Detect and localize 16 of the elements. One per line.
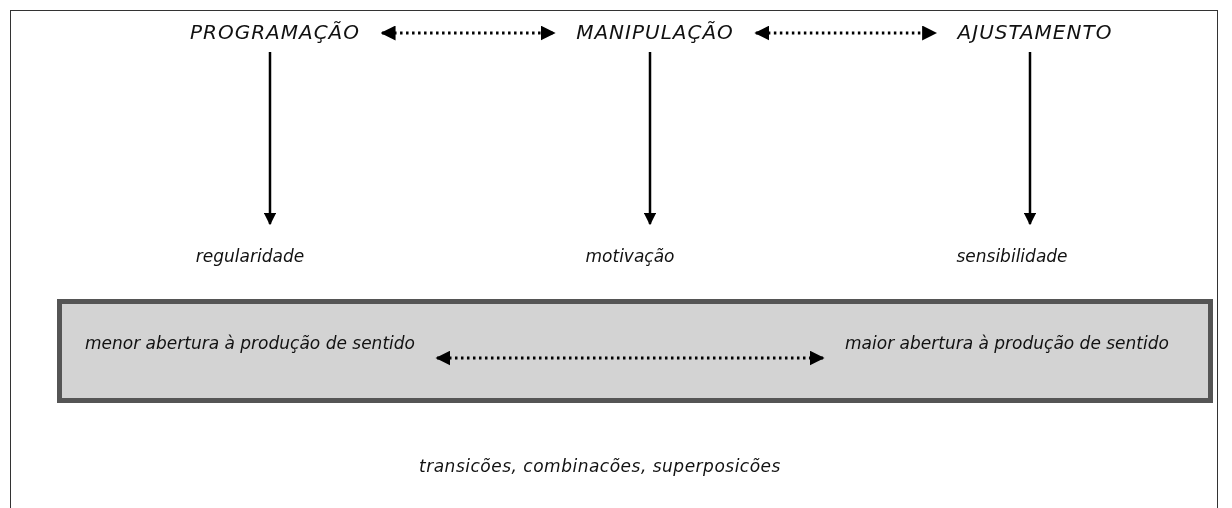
arrow (263, 52, 277, 226)
concept-heading: PROGRAMAÇÃO (189, 20, 361, 44)
dotted-double-arrow (380, 25, 556, 41)
footnote-text: transicões, combinacões, superposicões (418, 456, 782, 476)
panel-box (57, 299, 1213, 403)
concept-label: regularidade (195, 246, 305, 266)
arrow (643, 52, 657, 226)
dotted-double-arrow (754, 25, 938, 41)
arrow (1023, 52, 1037, 226)
box-text: maior abertura à produção de sentido (845, 332, 1169, 355)
concept-heading: MANIPULAÇÃO (576, 20, 734, 44)
concept-label: sensibilidade (956, 246, 1068, 266)
concept-heading: AJUSTAMENTO (957, 20, 1113, 44)
concept-label: motivação (585, 246, 675, 266)
box-text: menor abertura à produção de sentido (85, 332, 415, 355)
dotted-double-arrow (435, 350, 825, 366)
